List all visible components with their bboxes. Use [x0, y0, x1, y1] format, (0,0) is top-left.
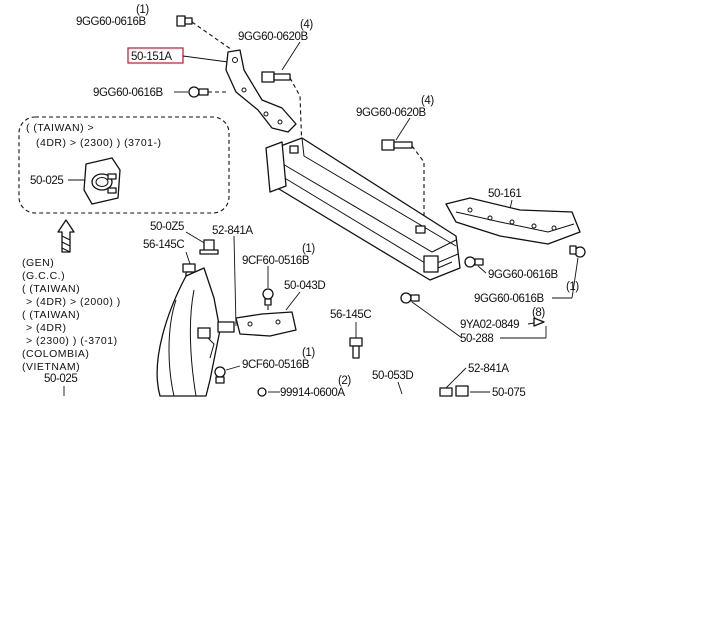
part-label-56-145c: 56-145C: [330, 309, 371, 321]
note-line: ( (TAIWAN): [22, 283, 80, 295]
qty-label: (1): [302, 347, 315, 359]
note-line: ( (TAIWAN): [22, 309, 80, 321]
bolt-icon: [400, 292, 420, 304]
arrow-up-icon: [57, 219, 75, 253]
bracket-50-151a: [225, 49, 297, 133]
note-line: > (4DR): [26, 322, 67, 334]
qty-label: (1): [566, 281, 579, 293]
part-label-50-0z5: 50-0Z5: [150, 221, 184, 233]
bolt-label: 9GG60-0620B: [238, 31, 308, 43]
arrow-right-icon: [533, 317, 545, 327]
qty-label: (4): [421, 95, 434, 107]
note-line: (G.C.C.): [22, 270, 65, 282]
inset-line-1: ( (TAIWAN) >: [26, 122, 94, 134]
part-label-50-025: 50-025: [30, 175, 63, 187]
bolt-icon: [569, 245, 586, 258]
part-label-52-841a: 52-841A: [212, 225, 253, 237]
part-label-52-841a: 52-841A: [468, 363, 509, 375]
note-line: (GEN): [22, 257, 54, 269]
note-line: > (4DR) > (2000) ): [26, 296, 121, 308]
qty-label: (1): [136, 4, 149, 16]
bolt-icon: [188, 86, 209, 98]
part-label-50-075: 50-075: [492, 387, 525, 399]
note-line: > (2300) ) (-3701): [26, 335, 118, 347]
qty-label: (8): [532, 307, 545, 319]
qty-label: (1): [302, 243, 315, 255]
bolt-label: 9GG60-0616B: [76, 16, 146, 28]
screw-icon: [349, 337, 363, 359]
bolt-label: 9CF60-0516B: [242, 255, 310, 267]
market-notes: (GEN) (G.C.C.) ( (TAIWAN) > (4DR) > (200…: [22, 257, 121, 396]
clip-icon: [455, 385, 469, 397]
bolt-icon: [261, 71, 291, 83]
part-label-50-288: 50-288: [460, 333, 493, 345]
note-line: (COLOMBIA): [22, 348, 89, 360]
bolt-label: 9GG60-0616B: [474, 293, 544, 305]
inset-line-2: (4DR) > (2300) ) (3701-): [36, 137, 162, 149]
bracket-50-161: [445, 197, 581, 245]
qty-label: (4): [300, 19, 313, 31]
part-label-50-161: 50-161: [488, 188, 521, 200]
bolt-label: 9GG60-0620B: [356, 107, 426, 119]
inset-box: [18, 116, 230, 214]
part-label-50-151a[interactable]: 50-151A: [131, 51, 173, 63]
part-label-56-145c: 56-145C: [143, 239, 184, 251]
bolt-label: 9CF60-0516B: [242, 359, 310, 371]
part-label-50-043d: 50-043D: [284, 280, 325, 292]
bolt-icon: [262, 288, 274, 306]
part-label-50-025: 50-025: [44, 373, 77, 385]
bolt-label: 9GG60-0616B: [488, 269, 558, 281]
bumper-fascia: [156, 267, 235, 397]
bumper-reinforcement: [265, 137, 461, 281]
bolt-icon: [381, 139, 413, 151]
note-line: (VIETNAM): [22, 361, 80, 373]
part-label-99914-0600a: 99914-0600A: [280, 387, 345, 399]
highlight-box: [127, 47, 184, 64]
fog-lamp-cover: [83, 157, 121, 205]
bolt-icon: [257, 387, 267, 397]
part-label-9ya02-0849: 9YA02-0849: [460, 319, 519, 331]
bolt-icon: [464, 256, 484, 268]
bolt-icon: [214, 366, 226, 384]
clip-icon: [439, 387, 453, 397]
clip-icon: [199, 239, 219, 255]
bracket-50-043d: [235, 311, 297, 337]
bolt-icon: [176, 15, 193, 27]
bolt-label: 9GG60-0616B: [93, 87, 163, 99]
qty-label: (2): [338, 375, 351, 387]
part-label-50-053d: 50-053D: [372, 370, 413, 382]
